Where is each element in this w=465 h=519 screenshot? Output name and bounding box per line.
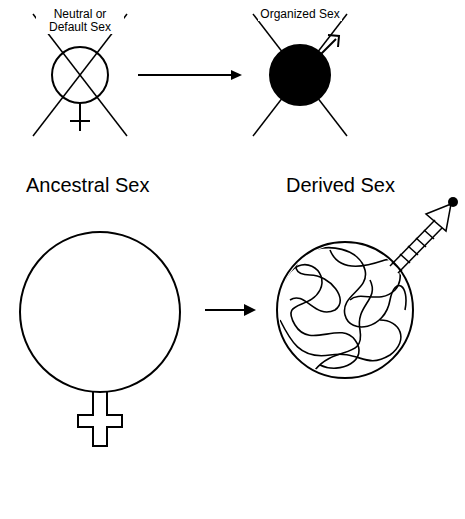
male-symbol-circle <box>277 242 413 378</box>
squiggles <box>280 248 406 370</box>
transition-arrow <box>138 70 242 80</box>
sex-symbol-node: Organized Sex <box>250 8 350 142</box>
symbol-caption: Organized Sex <box>258 8 341 21</box>
transition-arrow <box>205 309 246 311</box>
stage-label: Ancestral Sex <box>24 174 151 196</box>
female-symbol-circle <box>20 232 180 392</box>
stage-label: Derived Sex <box>284 174 397 196</box>
sex-symbol <box>250 8 350 142</box>
sex-symbol-node: Neutral or Default Sex <box>30 8 130 142</box>
arrow-tip-dot <box>448 197 458 207</box>
male-symbol-arrow <box>390 204 451 273</box>
arrow-head <box>244 304 256 316</box>
symbol-caption: Neutral or Default Sex <box>36 8 124 34</box>
female-symbol-cross <box>78 392 122 446</box>
